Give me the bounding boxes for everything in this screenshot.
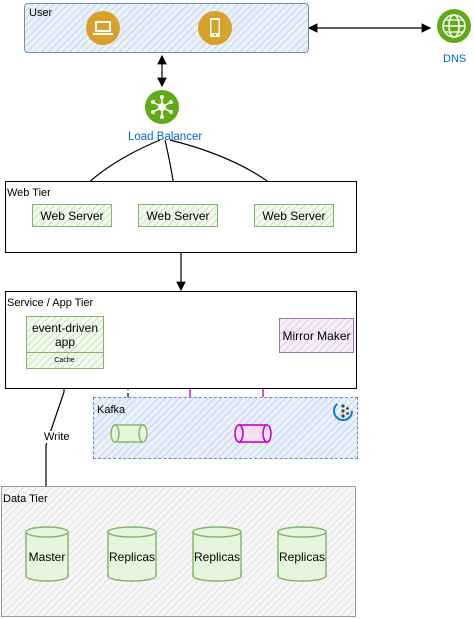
- load-balancer-label: Load Balancer: [128, 131, 203, 143]
- cache-label: Cache: [54, 357, 75, 364]
- web-tier-container: Web Tier Web Server Web Server Web Serve…: [5, 181, 357, 253]
- mobile-phone-icon: [197, 10, 233, 46]
- web-server-2: Web Server: [138, 204, 218, 227]
- master-label: Master: [28, 550, 66, 564]
- cache-box: Cache: [25, 352, 104, 368]
- replica-label-2: Replicas: [193, 550, 241, 564]
- kafka-topic-right: [234, 424, 272, 443]
- kafka-icon: [333, 401, 353, 421]
- dns-label: DNS: [443, 53, 467, 65]
- globe-icon: [436, 8, 472, 44]
- data-tier-label: Data Tier: [3, 493, 48, 505]
- laptop-icon: [85, 10, 121, 46]
- mirror-maker-label: Mirror Maker: [282, 328, 351, 343]
- app-tier-label: Service / App Tier: [7, 297, 94, 309]
- network-hub-icon: [144, 89, 180, 125]
- kafka-topic-left: [110, 424, 148, 443]
- replica-label-3: Replicas: [278, 550, 326, 564]
- replica-db-3: Replicas: [277, 526, 327, 582]
- kafka-label: Kafka: [97, 404, 126, 416]
- user-label: User: [29, 7, 53, 19]
- mirror-maker-box: Mirror Maker: [279, 318, 354, 353]
- web-tier-label: Web Tier: [7, 187, 51, 199]
- write-label: Write: [42, 431, 72, 443]
- replica-label-1: Replicas: [108, 550, 156, 564]
- web-server-3: Web Server: [254, 204, 334, 227]
- replica-db-2: Replicas: [192, 526, 242, 582]
- event-driven-app-label: event-driven app: [31, 321, 99, 349]
- replica-db-1: Replicas: [107, 526, 157, 582]
- web-server-1: Web Server: [32, 204, 112, 227]
- master-db: Master: [25, 526, 69, 582]
- kafka-container: Kafka: [93, 397, 358, 459]
- user-container: User: [24, 3, 309, 53]
- event-driven-app-box: event-driven app Cache: [25, 316, 104, 369]
